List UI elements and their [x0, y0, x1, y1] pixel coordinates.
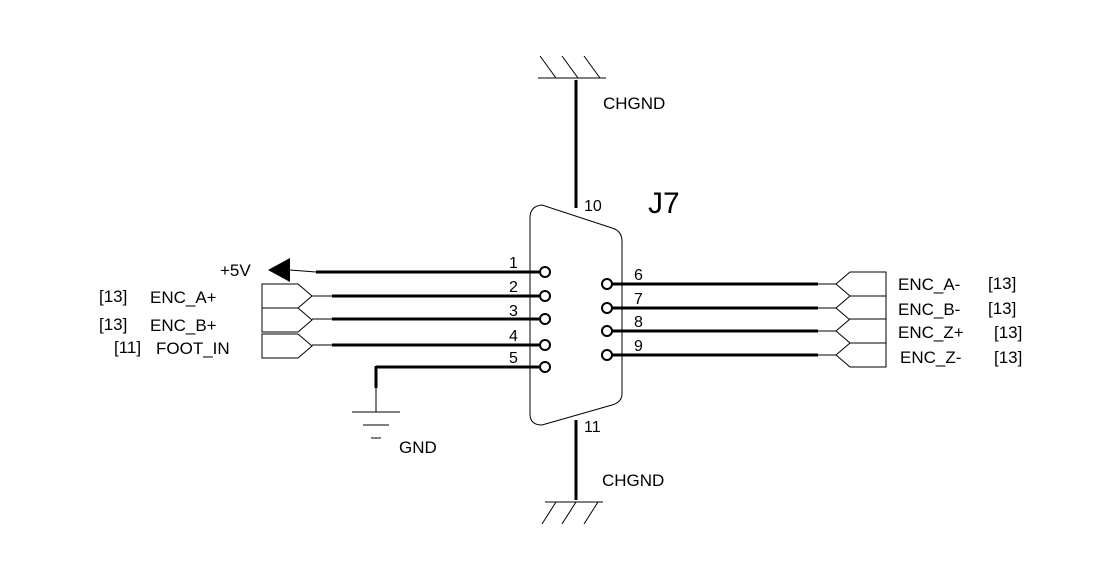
net-ref: [11]	[114, 338, 141, 357]
pin-number: 1	[509, 255, 518, 272]
pin-9: 9	[601, 338, 887, 368]
connector-ref: J7	[648, 187, 680, 220]
offpage-port-icon	[835, 342, 887, 368]
net-label: ENC_Z-	[900, 348, 961, 367]
connector-body	[529, 204, 623, 426]
net-ref: [13]	[994, 323, 1022, 342]
offpage-port-icon	[835, 295, 887, 321]
net-ref: [13]	[988, 274, 1016, 293]
net-label: ENC_B+	[150, 316, 217, 335]
pin-3: 3	[261, 303, 551, 333]
pin-1: 1	[268, 255, 551, 282]
chgnd-top-label: CHGND	[603, 94, 665, 113]
pin-number: 5	[509, 350, 518, 367]
ground-icon	[352, 411, 400, 439]
power-label: +5V	[220, 261, 251, 280]
shield-pin-top-number: 10	[584, 198, 602, 215]
net-label: FOOT_IN	[156, 339, 230, 358]
pin-number: 7	[634, 291, 643, 308]
offpage-port-icon	[261, 333, 313, 359]
net-ref: [13]	[988, 299, 1016, 318]
pin-4: 4	[261, 328, 551, 359]
pin-number: 9	[634, 338, 643, 355]
chgnd-bottom-label: CHGND	[602, 471, 664, 490]
net-ref: [13]	[99, 315, 127, 334]
shield-pin-bottom-number: 11	[584, 419, 601, 436]
net-label: ENC_A-	[898, 275, 960, 294]
pin-8: 8	[601, 314, 887, 344]
net-ref: [13]	[994, 348, 1022, 367]
chgnd-bottom-symbol	[541, 501, 603, 525]
pin-number: 6	[634, 267, 643, 284]
offpage-port-icon	[261, 307, 313, 333]
offpage-port-icon	[261, 283, 313, 309]
offpage-port-icon	[835, 318, 887, 344]
net-label: ENC_Z+	[898, 323, 964, 342]
net-label: ENC_A+	[150, 288, 217, 307]
pin-number: 4	[509, 328, 518, 345]
pin-number: 3	[509, 303, 518, 320]
power-arrow-icon	[268, 258, 290, 282]
net-label: ENC_B-	[898, 300, 960, 319]
pin-number: 8	[634, 314, 643, 331]
net-ref: [13]	[99, 287, 127, 306]
pin-number: 2	[509, 279, 518, 296]
pin-2: 2	[261, 279, 551, 309]
ground-label: GND	[399, 438, 437, 457]
offpage-port-icon	[835, 271, 887, 297]
pin-6: 6	[601, 267, 887, 297]
chgnd-top-symbol	[538, 55, 606, 79]
pin-5: 5	[374, 350, 551, 412]
pin-7: 7	[601, 291, 887, 321]
